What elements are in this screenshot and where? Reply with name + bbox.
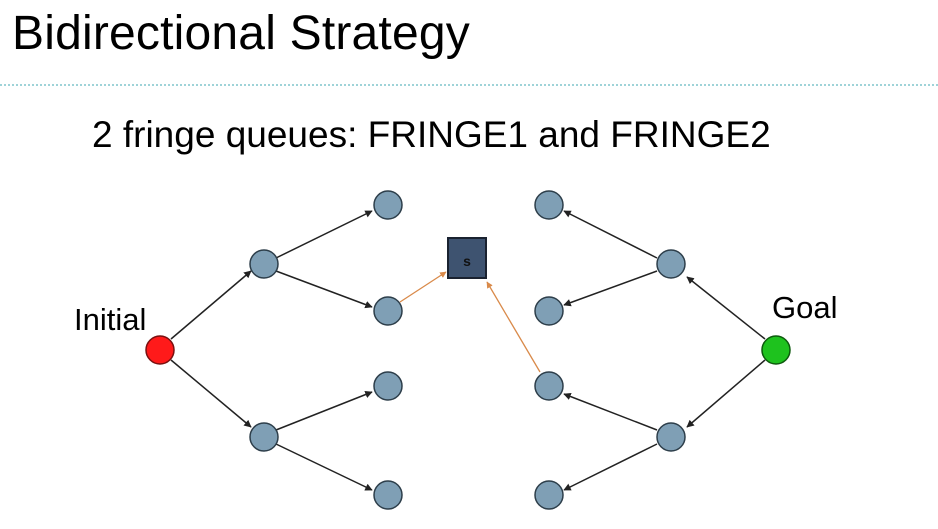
edge-upper-to-mid bbox=[275, 270, 373, 309]
edge-backward-to-meeting bbox=[486, 281, 541, 373]
edge-goal-to-lower bbox=[686, 359, 766, 428]
node-bwd-level2-3 bbox=[534, 371, 564, 401]
edge-lower-to-mid-right bbox=[563, 392, 658, 431]
node-fwd-level2-1 bbox=[373, 190, 403, 220]
node-bwd-level2-4 bbox=[534, 480, 564, 510]
node-bwd-level1-lower bbox=[656, 422, 686, 452]
initial-label: Initial bbox=[74, 302, 146, 337]
node-bwd-level2-2 bbox=[534, 296, 564, 326]
edge-initial-to-upper bbox=[170, 270, 252, 340]
edge-forward-to-meeting bbox=[399, 271, 447, 303]
edge-lower-to-bottom bbox=[275, 443, 373, 491]
slide-title: Bidirectional Strategy bbox=[12, 7, 470, 60]
backward-edges bbox=[563, 210, 766, 491]
node-bwd-level2-1 bbox=[534, 190, 564, 220]
initial-node bbox=[145, 335, 175, 365]
meeting-node bbox=[447, 237, 487, 279]
meeting-edges bbox=[399, 271, 541, 373]
edge-upper-to-top-right bbox=[563, 210, 658, 259]
node-fwd-level1-upper bbox=[249, 249, 279, 279]
node-bwd-level1-upper bbox=[656, 249, 686, 279]
slide-subtitle: 2 fringe queues: FRINGE1 and FRINGE2 bbox=[92, 114, 771, 155]
node-fwd-level2-4 bbox=[373, 480, 403, 510]
forward-edges bbox=[170, 210, 373, 491]
node-fwd-level2-2 bbox=[373, 296, 403, 326]
backward-nodes bbox=[534, 190, 686, 510]
title-divider bbox=[0, 84, 938, 86]
edge-lower-to-mid bbox=[275, 390, 373, 431]
forward-nodes bbox=[249, 190, 403, 510]
goal-node bbox=[761, 335, 791, 365]
edge-upper-to-top bbox=[275, 210, 373, 259]
node-fwd-level1-lower bbox=[249, 422, 279, 452]
edge-lower-to-bottom-right bbox=[563, 443, 658, 491]
node-fwd-level2-3 bbox=[373, 371, 403, 401]
edge-initial-to-lower bbox=[170, 359, 252, 428]
goal-label: Goal bbox=[772, 290, 837, 325]
meeting-node-label: s bbox=[463, 253, 471, 269]
edge-goal-to-upper bbox=[686, 276, 766, 340]
edge-upper-to-mid-right bbox=[563, 270, 658, 307]
